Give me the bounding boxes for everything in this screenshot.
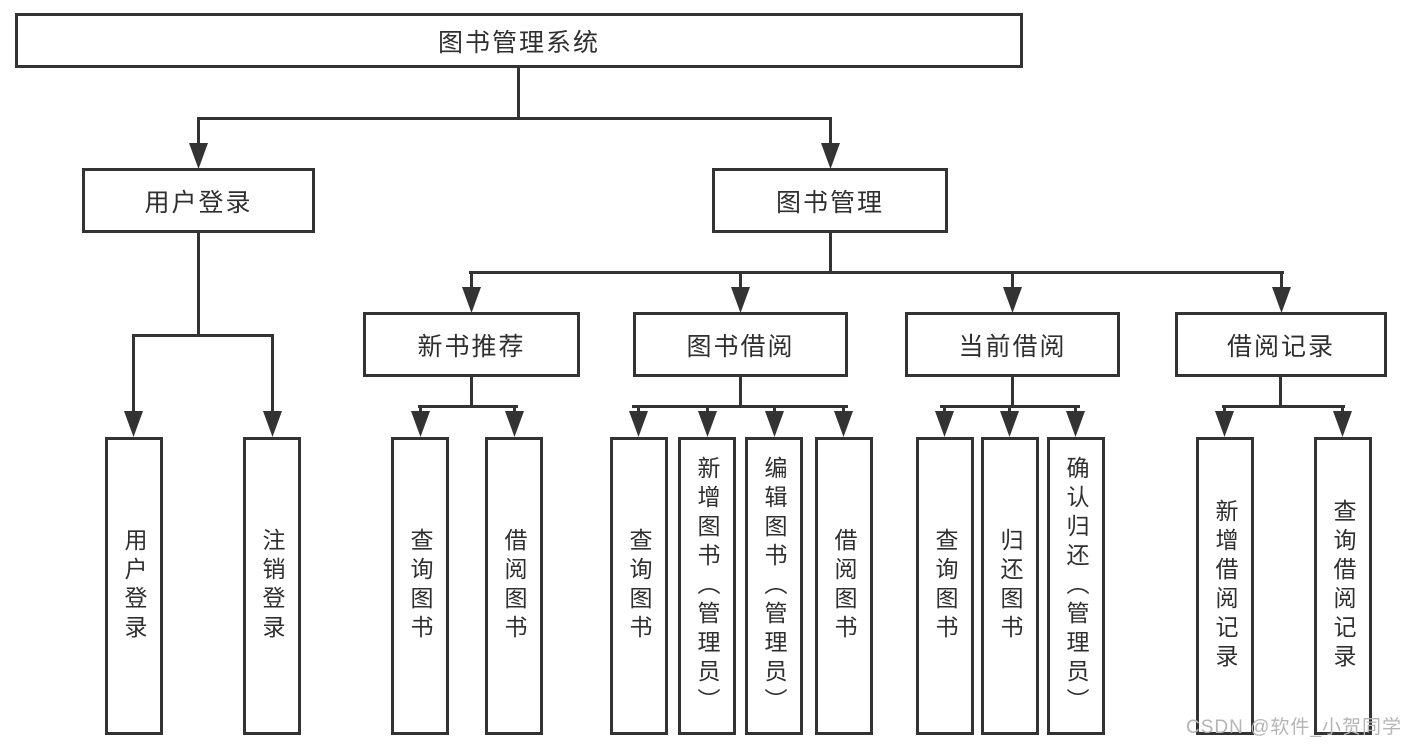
- arrow-down-icon: [698, 411, 717, 437]
- arrow-down-icon: [935, 411, 954, 437]
- connector-stem: [1011, 271, 1014, 289]
- arrow-down-icon: [263, 411, 282, 437]
- connector-stem: [271, 334, 274, 414]
- connector-bookmgmt-vertical: [829, 232, 832, 274]
- node-borrowing-records: 借阅记录: [1175, 312, 1387, 377]
- arrow-down-icon: [189, 143, 208, 169]
- leaf-label: 查询图书: [626, 528, 652, 644]
- leaf-borrow-books-1: 借阅图书: [485, 437, 543, 735]
- connector-root-horizontal: [197, 117, 832, 120]
- connector-horizontal: [632, 405, 848, 408]
- arrow-down-icon: [1066, 411, 1085, 437]
- arrow-down-icon: [1333, 411, 1352, 437]
- connector-vertical: [1279, 377, 1282, 407]
- leaf-label: 查询图书: [407, 528, 433, 644]
- leaf-borrow-books-2: 借阅图书: [815, 437, 873, 735]
- arrow-down-icon: [629, 411, 648, 437]
- leaf-label: 借阅图书: [831, 528, 857, 644]
- connector-userlogin-vertical: [197, 232, 200, 337]
- connector-bookmgmt-horizontal: [469, 271, 1284, 274]
- connector-vertical: [470, 377, 473, 407]
- connector-stem: [1341, 405, 1344, 415]
- leaf-label: 归还图书: [997, 528, 1023, 644]
- connector-stem: [419, 405, 422, 415]
- node-label: 当前借阅: [958, 332, 1067, 361]
- node-new-book-recommend: 新书推荐: [363, 312, 580, 377]
- connector-stem: [739, 271, 742, 289]
- node-label: 新书推荐: [417, 332, 526, 361]
- leaf-query-books-2: 查询图书: [610, 437, 668, 735]
- arrow-down-icon: [765, 411, 784, 437]
- leaf-user-login: 用户登录: [105, 437, 163, 735]
- node-user-login: 用户登录: [82, 168, 315, 233]
- node-book-borrowing: 图书借阅: [633, 312, 848, 377]
- node-label: 借阅记录: [1226, 332, 1335, 361]
- connector-stem: [1280, 271, 1283, 289]
- connector-stem: [706, 405, 709, 415]
- leaf-label: 编辑图书（管理员）: [761, 455, 787, 717]
- arrow-down-icon: [1000, 411, 1019, 437]
- node-label: 用户登录: [144, 188, 253, 217]
- connector-stem: [842, 405, 845, 415]
- connector-root-vertical: [517, 68, 520, 119]
- leaf-return-book: 归还图书: [981, 437, 1039, 735]
- leaf-label: 用户登录: [121, 528, 147, 644]
- connector-horizontal: [418, 405, 518, 408]
- arrow-down-icon: [462, 287, 481, 313]
- arrow-down-icon: [821, 143, 840, 169]
- arrow-down-icon: [124, 411, 143, 437]
- arrow-down-icon: [731, 287, 750, 313]
- arrow-down-icon: [834, 411, 853, 437]
- connector-stem: [470, 271, 473, 289]
- leaf-logout: 注销登录: [243, 437, 301, 735]
- connector-stem: [637, 405, 640, 415]
- csdn-watermark: CSDN @软件_小贺同学: [1186, 717, 1402, 738]
- connector-vertical: [1011, 377, 1014, 407]
- connector-userlogin-horizontal: [132, 334, 274, 337]
- leaf-confirm-return-admin: 确认归还（管理员）: [1047, 437, 1105, 735]
- node-library-management-system: 图书管理系统: [15, 13, 1023, 68]
- connector-stem: [513, 405, 516, 415]
- node-current-borrowing: 当前借阅: [905, 312, 1120, 377]
- connector-vertical: [739, 377, 742, 407]
- connector-stem-user-login: [197, 117, 200, 147]
- connector-stem: [1008, 405, 1011, 415]
- leaf-label: 查询图书: [932, 528, 958, 644]
- leaf-edit-book-admin: 编辑图书（管理员）: [745, 437, 803, 735]
- arrow-down-icon: [411, 411, 430, 437]
- arrow-down-icon: [505, 411, 524, 437]
- leaf-label: 确认归还（管理员）: [1063, 455, 1089, 717]
- leaf-add-book-admin: 新增图书（管理员）: [678, 437, 736, 735]
- connector-stem: [132, 334, 135, 414]
- connector-stem: [943, 405, 946, 415]
- leaf-query-books-1: 查询图书: [391, 437, 449, 735]
- arrow-down-icon: [1003, 287, 1022, 313]
- leaf-label: 借阅图书: [501, 528, 527, 644]
- leaf-add-borrow-record: 新增借阅记录: [1196, 437, 1254, 735]
- connector-stem: [773, 405, 776, 415]
- connector-horizontal: [1222, 405, 1345, 408]
- leaf-query-books-3: 查询图书: [916, 437, 974, 735]
- node-label: 图书管理: [775, 188, 884, 217]
- connector-stem-book-mgmt: [829, 117, 832, 147]
- leaf-label: 注销登录: [259, 528, 285, 644]
- leaf-label: 查询借阅记录: [1330, 499, 1356, 673]
- node-label: 图书管理系统: [437, 28, 600, 57]
- node-label: 图书借阅: [686, 332, 795, 361]
- leaf-query-borrow-record: 查询借阅记录: [1314, 437, 1372, 735]
- leaf-label: 新增借阅记录: [1212, 499, 1238, 673]
- connector-stem: [1074, 405, 1077, 415]
- node-book-management: 图书管理: [712, 168, 948, 233]
- leaf-label: 新增图书（管理员）: [694, 455, 720, 717]
- arrow-down-icon: [1272, 287, 1291, 313]
- connector-stem: [1223, 405, 1226, 415]
- arrow-down-icon: [1215, 411, 1234, 437]
